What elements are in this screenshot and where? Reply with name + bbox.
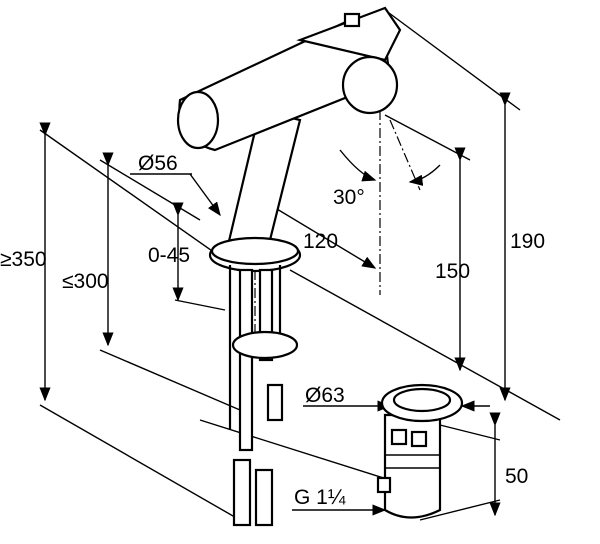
- label-total-height: 190: [510, 230, 545, 253]
- label-min-length: ≥350: [0, 248, 47, 271]
- label-thread: G 1¼: [294, 486, 346, 509]
- label-max-length: ≤300: [62, 270, 109, 293]
- label-deck-thickness: 0-45: [148, 244, 190, 267]
- label-spout-height: 150: [435, 260, 470, 283]
- waste-valve: [376, 383, 464, 519]
- label-spout-diameter: Ø56: [138, 152, 178, 175]
- faucet: [176, 6, 421, 527]
- label-waste-height: 50: [505, 465, 528, 488]
- dimension-lines: [39, 92, 511, 517]
- label-swivel-angle: 30°: [333, 186, 365, 209]
- label-spout-reach: 120: [303, 230, 338, 253]
- label-waste-diameter: Ø63: [305, 384, 345, 407]
- extension-lines: [39, 9, 561, 521]
